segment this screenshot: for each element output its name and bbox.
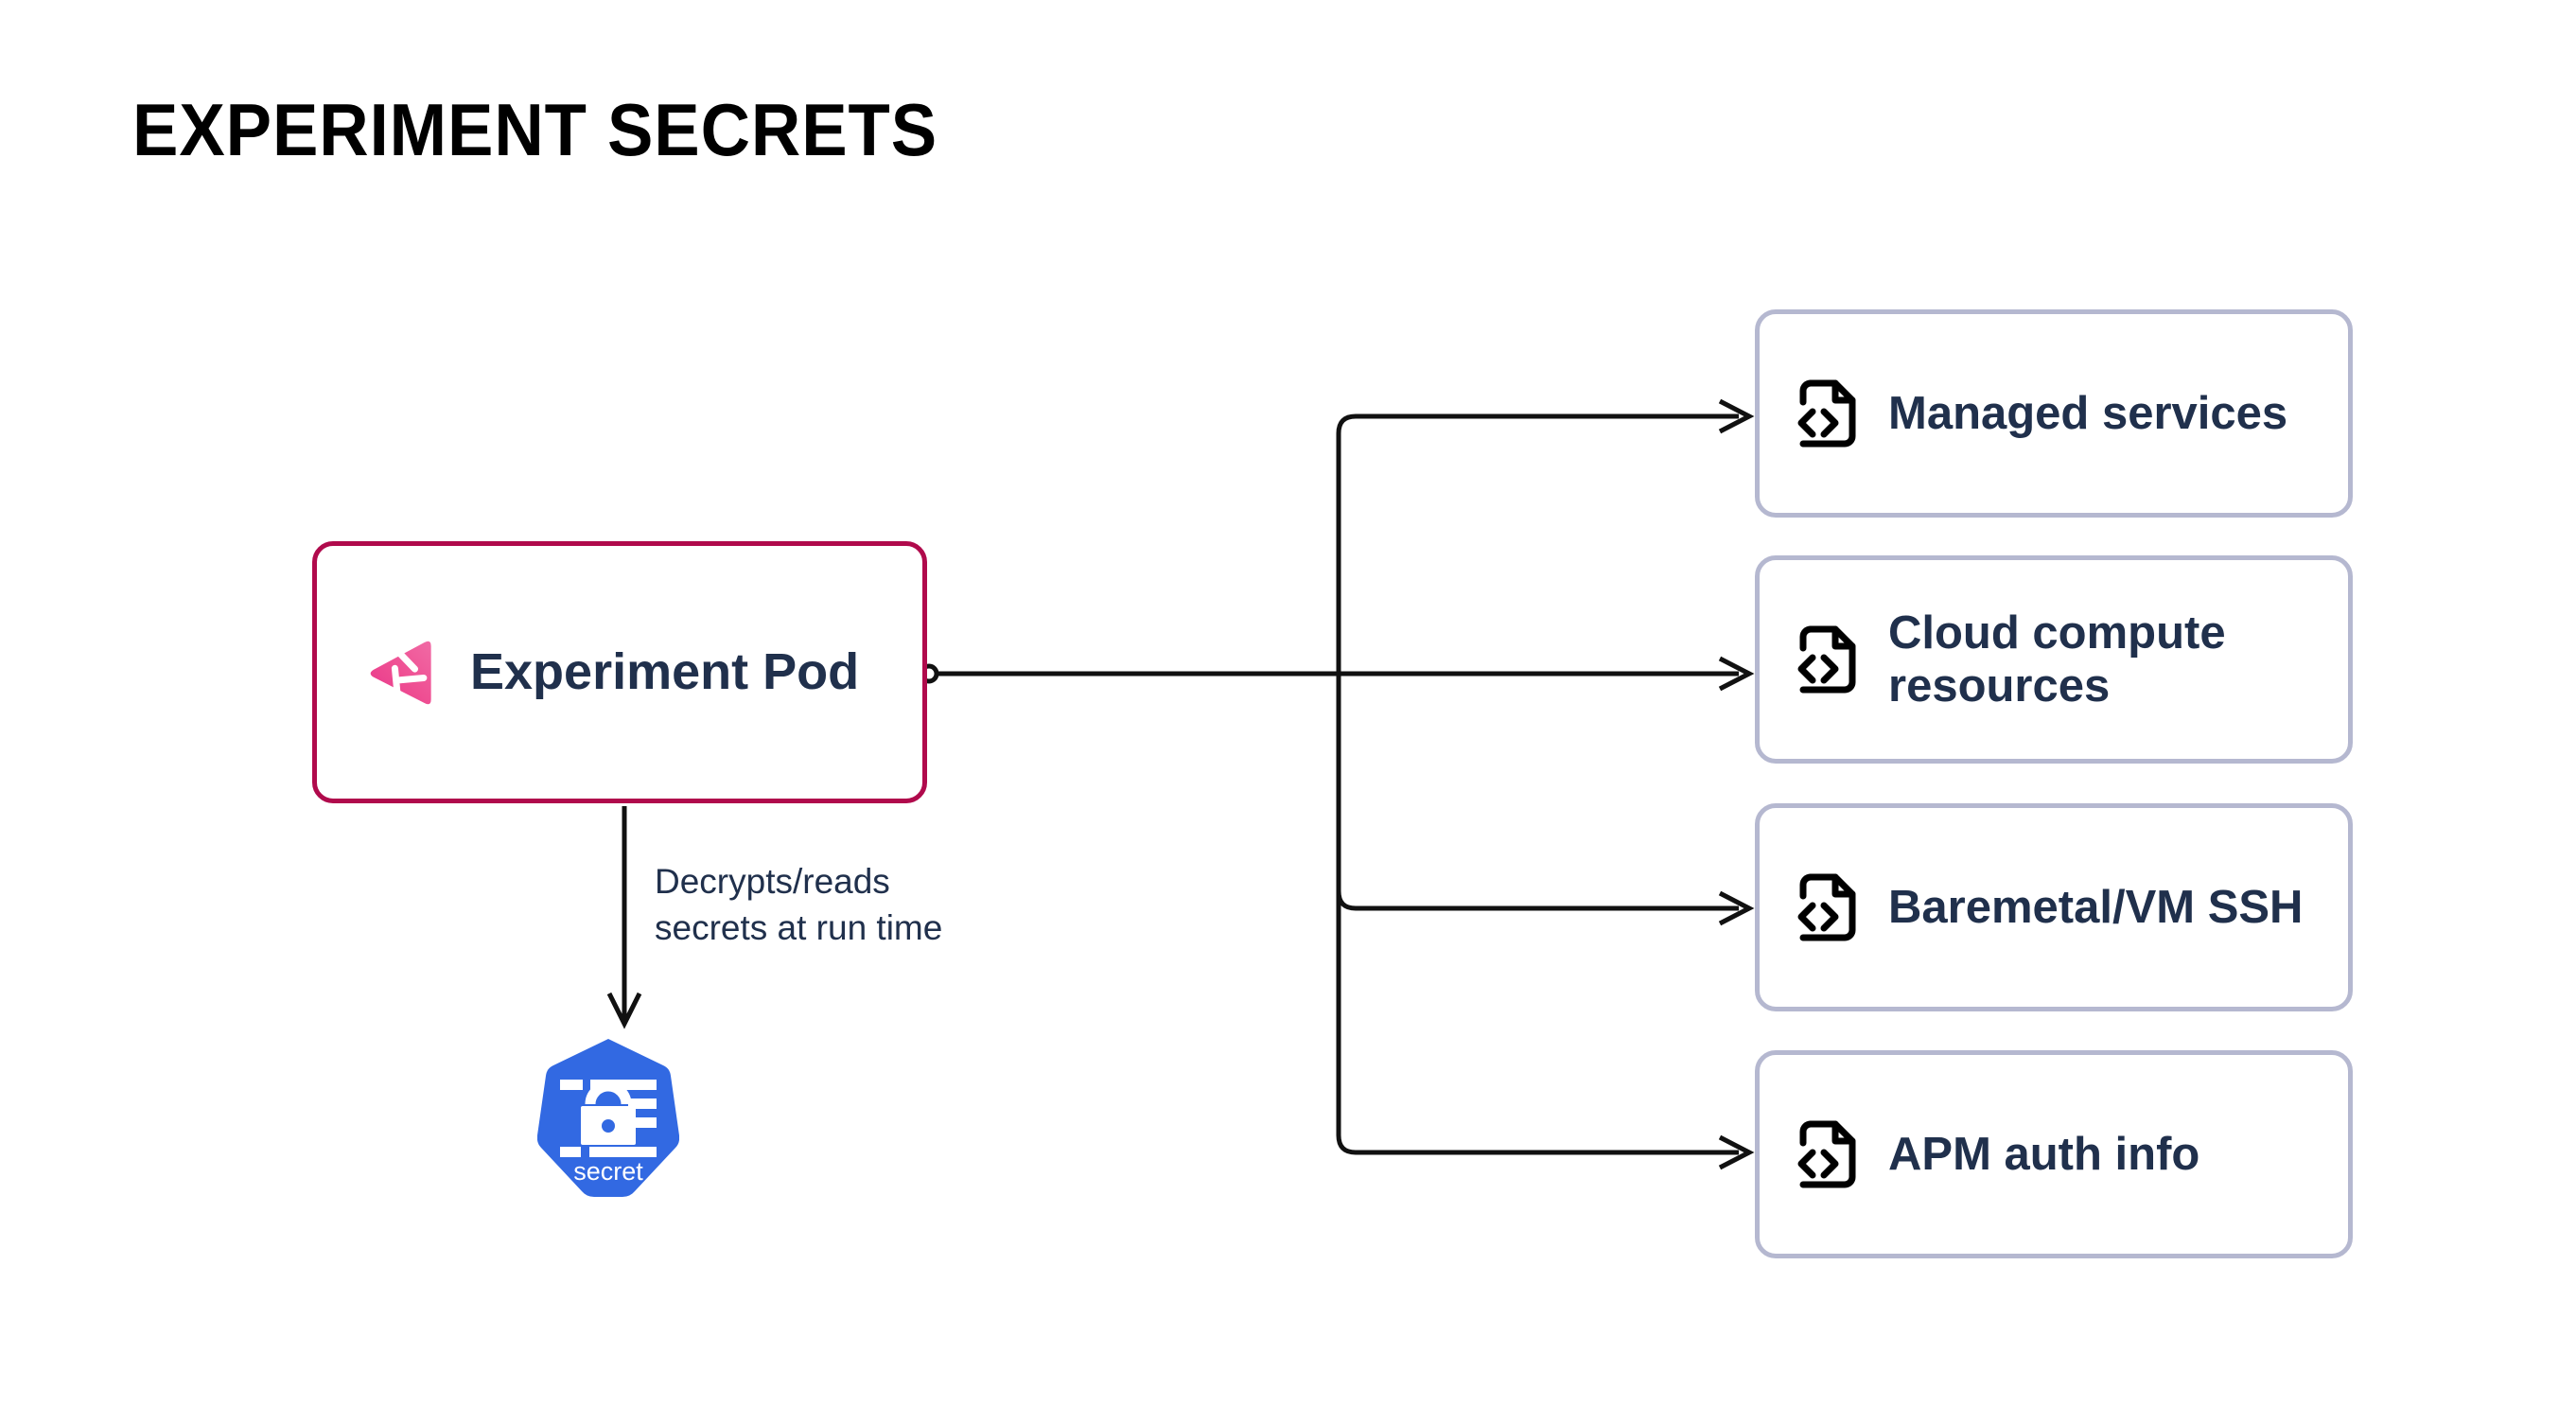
card-label: Cloud compute resources	[1888, 606, 2226, 712]
arrowhead-card3	[1718, 890, 1755, 926]
kubernetes-secret-node[interactable]: secret	[537, 1036, 679, 1204]
card-label: Baremetal/VM SSH	[1888, 881, 2304, 933]
card-label: APM auth info	[1888, 1128, 2200, 1180]
card-managed-services[interactable]: Managed services	[1755, 309, 2353, 518]
edge-label-decrypts: Decrypts/reads secrets at run time	[655, 862, 943, 947]
card-cloud-compute-resources[interactable]: Cloud compute resources	[1755, 555, 2353, 764]
page-title: EXPERIMENT SECRETS	[132, 88, 938, 171]
experiment-pod-node[interactable]: Experiment Pod	[312, 541, 927, 803]
card-baremetal-vm-ssh[interactable]: Baremetal/VM SSH	[1755, 803, 2353, 1011]
code-file-icon	[1797, 1120, 1856, 1188]
code-file-icon	[1797, 625, 1856, 694]
code-file-icon	[1797, 379, 1856, 448]
card-label: Managed services	[1888, 387, 2288, 439]
arrowhead-card1	[1718, 398, 1755, 434]
edge-pod-to-card4	[1336, 674, 1739, 1155]
code-file-icon	[1797, 873, 1856, 941]
arrowhead-secret	[606, 992, 642, 1029]
card-apm-auth-info[interactable]: APM auth info	[1755, 1050, 2353, 1258]
kubernetes-secret-icon: secret	[537, 1039, 679, 1197]
edge-pod-to-card3	[1336, 674, 1739, 911]
experiment-pod-label: Experiment Pod	[470, 643, 860, 701]
arrowhead-card4	[1718, 1134, 1755, 1170]
gremlin-logo-icon	[370, 641, 431, 704]
arrowhead-card2	[1718, 656, 1755, 692]
secret-label: secret	[573, 1157, 643, 1186]
edge-pod-to-card1	[1336, 413, 1739, 674]
